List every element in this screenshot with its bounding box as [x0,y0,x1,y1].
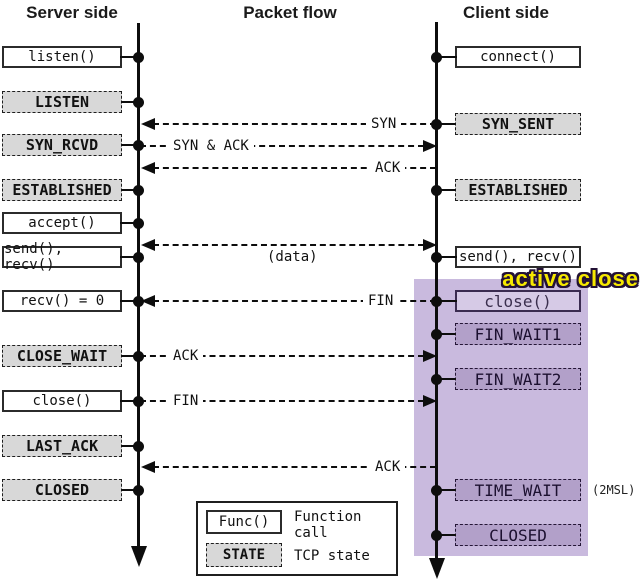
arrowhead-right-icon [423,350,437,362]
client-close-call-box: close() [437,290,581,312]
dashed-line [153,167,436,169]
server-recv-zero-call-box: recv() = 0 [2,290,137,312]
server-node-closed [133,485,144,496]
packet-label-ack: ACK [168,348,204,364]
server-side-heading: Server side [26,3,118,22]
server-accept-call-box: accept() [2,212,137,234]
server-node-syn-rcvd [133,140,144,151]
client-node-fin-wait2 [431,374,442,385]
client-syn-sent-state-box: SYN_SENT [436,113,581,135]
server-listen-call-box: listen() [2,46,137,68]
legend-state-desc: TCP state [294,548,370,564]
client-node-fin-wait1 [431,329,442,340]
2msl-note: (2MSL) [592,483,636,497]
client-timeline [435,22,438,559]
packet-label-syn: SYN [366,116,402,132]
server-node-close [133,396,144,407]
client-node-closed [431,530,442,541]
server-send-recv-call-box: send(), recv() [2,241,137,273]
server-node-listen [133,52,144,63]
arrowhead-left-icon [141,239,155,251]
arrowhead-left-icon [141,295,155,307]
packet-label-ack: ACK [370,160,406,176]
client-side-heading: Client side [463,3,549,22]
packet-label-fin: FIN [168,393,204,409]
dashed-line [153,244,424,246]
client-time-wait-state-box: TIME_WAIT [436,479,581,501]
active-close-label: active close [502,266,639,291]
legend-function-box-sample: Func() [206,510,282,534]
server-close-call-box: close() [2,390,137,412]
server-node-close-wait [133,351,144,362]
server-node-accept [133,218,144,229]
packet-label-ack: ACK [370,459,406,475]
server-timeline-arrowhead-icon [131,546,147,567]
dashed-line [153,466,436,468]
client-established-state-box: ESTABLISHED [436,179,581,201]
dashed-line [153,300,436,302]
arrowhead-right-icon [423,140,437,152]
packet-label-fin: FIN [363,293,399,309]
active-close-highlight-region [414,279,588,556]
client-connect-call-box: connect() [437,46,581,68]
server-node-send-recv [133,252,144,263]
server-node-recv-zero [133,296,144,307]
client-node-time-wait [431,485,442,496]
packet-flow-heading: Packet flow [243,3,337,22]
legend-state-box-sample: STATE [206,543,282,567]
arrowhead-left-icon [141,118,155,130]
server-close-wait-state-box: CLOSE_WAIT [2,345,138,367]
dashed-line [140,355,424,357]
server-last-ack-state-box: LAST_ACK [2,435,138,457]
client-node-send-recv [431,252,442,263]
packet-label-syn-ack: SYN & ACK [168,138,254,154]
client-fin-wait2-state-box: FIN_WAIT2 [436,368,581,390]
server-closed-state-box: CLOSED [2,479,138,501]
client-send-recv-call-box: send(), recv() [437,246,581,268]
server-node-last-ack [133,441,144,452]
arrowhead-right-icon [423,239,437,251]
server-established-state-box: ESTABLISHED [2,179,138,201]
client-closed-state-box: CLOSED [436,524,581,546]
client-node-connect [431,52,442,63]
dashed-line [153,123,436,125]
client-node-established [431,185,442,196]
client-node-close [431,296,442,307]
dashed-line [140,145,424,147]
client-node-syn-sent [431,119,442,130]
server-listen-state-box: LISTEN [2,91,138,113]
dashed-line [140,400,424,402]
arrowhead-left-icon [141,162,155,174]
client-fin-wait1-state-box: FIN_WAIT1 [436,323,581,345]
arrowhead-left-icon [141,461,155,473]
legend-function-desc: Function call [294,509,362,541]
server-timeline [137,23,140,547]
packet-label-data: (data) [267,249,318,265]
arrowhead-right-icon [423,395,437,407]
server-syn-rcvd-state-box: SYN_RCVD [2,134,138,156]
client-timeline-arrowhead-icon [429,558,445,579]
server-node-listen-state [133,97,144,108]
server-node-established [133,185,144,196]
